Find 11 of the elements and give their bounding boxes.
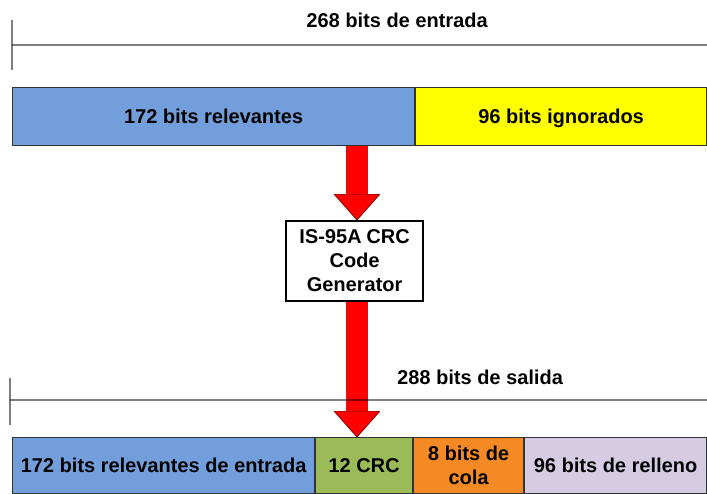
arrow <box>334 146 380 220</box>
bit-field: 172 bits relevantes de entrada <box>12 437 315 494</box>
bit-field: 8 bits de cola <box>413 437 524 494</box>
bit-field: 96 bits de relleno <box>524 437 707 494</box>
bit-field: 12 CRC <box>315 437 413 494</box>
dimension-label: 268 bits de entrada <box>306 10 488 33</box>
bit-field: 172 bits relevantes <box>12 87 415 146</box>
bit-field: 96 bits ignorados <box>415 87 707 146</box>
arrow <box>334 302 380 438</box>
process-box: IS-95A CRC Code Generator <box>285 220 424 302</box>
dimension-label: 288 bits de salida <box>397 367 563 390</box>
